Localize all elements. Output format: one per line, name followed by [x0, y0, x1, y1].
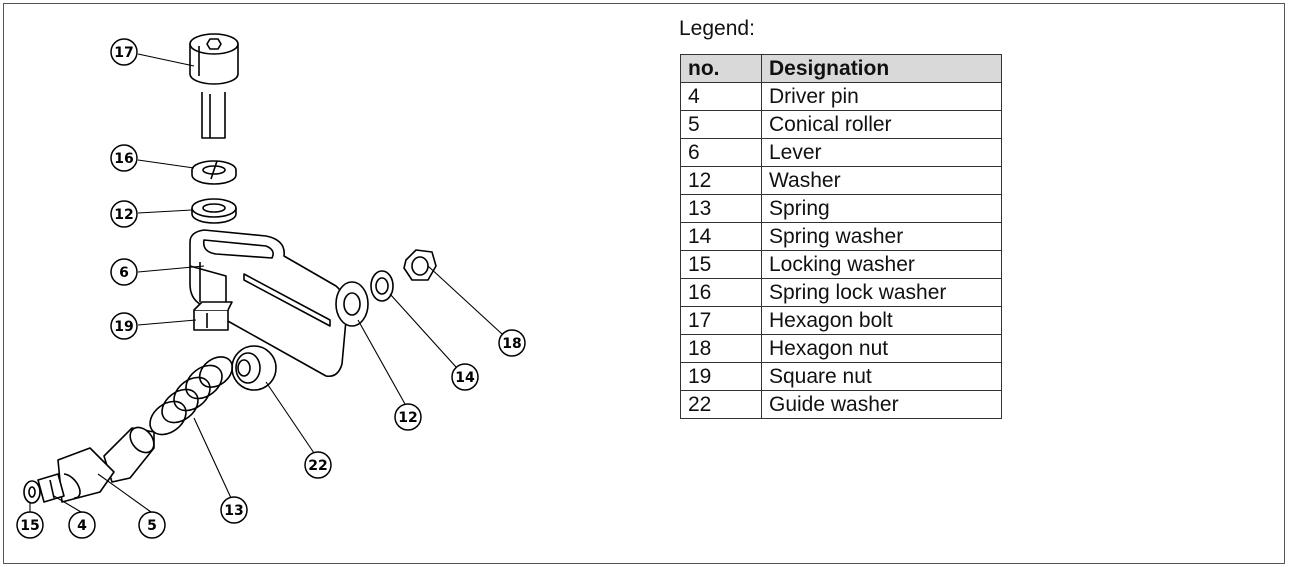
legend-title: Legend:: [679, 17, 755, 40]
svg-text:15: 15: [20, 518, 39, 534]
callout-19: 19: [110, 312, 138, 340]
callouts: 17 16 12 6 19 18: [16, 38, 526, 539]
part-number: 5: [680, 110, 762, 139]
callout-18: 18: [498, 329, 526, 357]
callout-17: 17: [110, 38, 138, 66]
callout-5: 5: [138, 511, 166, 539]
spring-lock-washer-part: [191, 160, 237, 185]
part-number: 13: [680, 194, 762, 223]
washer-part-right: [335, 281, 369, 327]
part-number: 22: [680, 390, 762, 419]
callout-16: 16: [110, 144, 138, 172]
hexagon-nut-part: [403, 249, 437, 281]
svg-text:19: 19: [114, 319, 133, 335]
svg-text:12: 12: [114, 207, 133, 223]
part-number: 16: [680, 278, 762, 307]
column-header-designation: Designation: [761, 54, 1002, 83]
spring-part: [149, 356, 234, 436]
svg-text:16: 16: [114, 151, 133, 167]
part-designation: Conical roller: [761, 110, 1002, 139]
spring-washer-part: [370, 270, 394, 302]
callout-12-top: 12: [110, 200, 138, 228]
conical-roller-part: [57, 426, 155, 503]
legend-header-row: no. Designation: [680, 54, 1002, 83]
part-number: 15: [680, 250, 762, 279]
washer-part-top: [191, 198, 237, 224]
callout-12-right: 12: [394, 403, 422, 431]
callout-13: 13: [220, 496, 248, 524]
driver-pin-part: [37, 473, 65, 503]
callout-15: 15: [16, 511, 44, 539]
svg-text:6: 6: [119, 265, 129, 281]
part-number: 12: [680, 166, 762, 195]
column-header-no: no.: [680, 54, 762, 83]
callout-4: 4: [68, 511, 96, 539]
part-designation: Hexagon bolt: [761, 306, 1002, 335]
part-number: 18: [680, 334, 762, 363]
square-nut-part: [193, 301, 233, 331]
callout-22: 22: [304, 451, 332, 479]
hexagon-bolt-part: [189, 33, 239, 139]
leader-lines: [29, 53, 503, 513]
exploded-assembly-drawing: 17 16 12 6 19 18: [16, 33, 526, 539]
svg-text:13: 13: [224, 503, 243, 519]
part-number: 19: [680, 362, 762, 391]
svg-text:17: 17: [114, 45, 133, 61]
part-number: 17: [680, 306, 762, 335]
part-designation: Spring washer: [761, 222, 1002, 251]
svg-text:18: 18: [502, 336, 521, 352]
callout-14: 14: [451, 363, 479, 391]
locking-washer-part: [23, 480, 41, 504]
svg-text:12: 12: [398, 410, 417, 426]
part-designation: Locking washer: [761, 250, 1002, 279]
part-designation: Square nut: [761, 362, 1002, 391]
part-designation: Driver pin: [761, 82, 1002, 111]
part-designation: Washer: [761, 166, 1002, 195]
part-number: 4: [680, 82, 762, 111]
guide-washer-part: [231, 345, 277, 391]
part-number: 14: [680, 222, 762, 251]
svg-text:14: 14: [455, 370, 475, 386]
svg-text:4: 4: [77, 518, 87, 534]
lever-part: [189, 229, 348, 378]
part-number: 6: [680, 138, 762, 167]
part-designation: Hexagon nut: [761, 334, 1002, 363]
part-designation: Lever: [761, 138, 1002, 167]
part-designation: Guide washer: [761, 390, 1002, 419]
part-designation: Spring: [761, 194, 1002, 223]
part-designation: Spring lock washer: [761, 278, 1002, 307]
callout-6: 6: [110, 258, 138, 286]
svg-text:22: 22: [308, 458, 327, 474]
figure-frame: 17 16 12 6 19 18: [3, 3, 1285, 564]
svg-text:5: 5: [147, 518, 157, 534]
